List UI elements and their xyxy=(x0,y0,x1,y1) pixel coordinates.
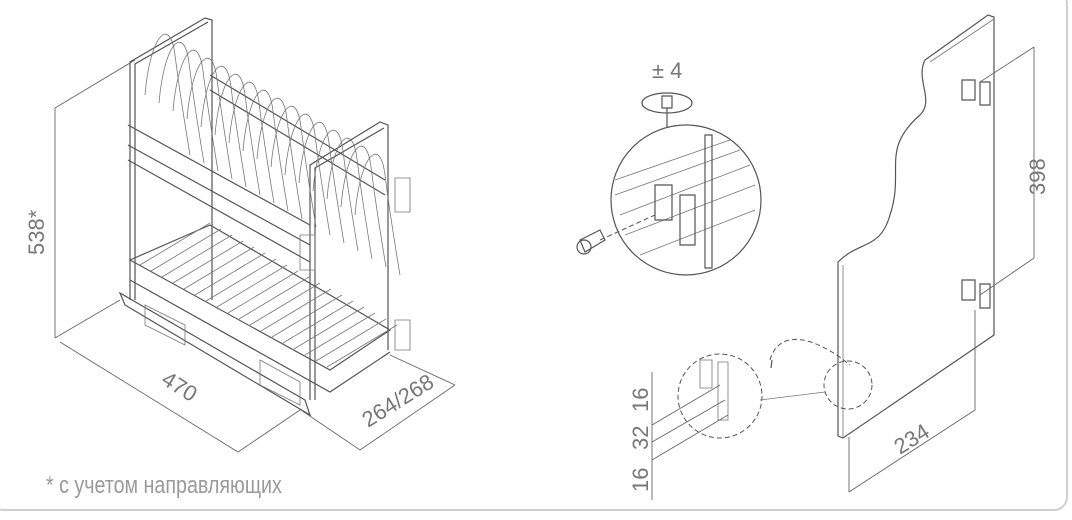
basket-wire xyxy=(282,300,354,344)
basket-wire xyxy=(238,276,310,320)
basket-wire xyxy=(260,288,332,332)
side-panel: 398 234 xyxy=(837,14,1050,493)
basket-wire xyxy=(216,264,288,308)
adjust-label: ± 4 xyxy=(652,58,682,83)
basket-wire xyxy=(150,228,222,272)
basket-wire xyxy=(183,246,255,290)
offset-label: 234 xyxy=(889,419,933,460)
basket-wire xyxy=(293,306,365,350)
basket-wire xyxy=(227,270,299,314)
plate-wire xyxy=(284,113,331,236)
basket-wire xyxy=(139,222,211,266)
width-label: 470 xyxy=(157,366,201,407)
height-label: 538* xyxy=(24,209,49,255)
basket-wire xyxy=(205,258,277,302)
basket-wire xyxy=(315,318,387,362)
plate-wire xyxy=(326,137,373,260)
width-dimension: 470 xyxy=(59,341,301,453)
basket-wire xyxy=(271,294,343,338)
plate-wire xyxy=(186,57,233,180)
plate-wire xyxy=(312,129,359,252)
hole-label-bottom: 16 xyxy=(628,468,653,492)
plate-wire xyxy=(242,89,289,212)
bracket-spacing-label: 398 xyxy=(1025,158,1050,195)
plate-wire xyxy=(256,97,303,220)
drawing-frame xyxy=(0,0,1068,511)
footnote: * с учетом направляющих xyxy=(46,472,282,499)
plate-wire xyxy=(228,81,275,204)
height-dimension: 538* xyxy=(24,59,136,339)
hole-label-top: 16 xyxy=(628,388,653,412)
plate-wire xyxy=(340,145,387,268)
plate-wire xyxy=(298,121,345,244)
basket-wire xyxy=(161,234,233,278)
hole-label-middle: 32 xyxy=(628,426,653,450)
plate-wire xyxy=(200,65,247,188)
plate-wire xyxy=(158,41,205,164)
basket-wire xyxy=(304,312,376,356)
basket-wire xyxy=(249,282,321,326)
basket-wire xyxy=(326,324,398,368)
plate-wire xyxy=(144,33,191,156)
basket-wire xyxy=(194,252,266,296)
plate-wire xyxy=(270,105,317,228)
plate-wire xyxy=(172,49,219,172)
plate-wire xyxy=(214,73,261,196)
plate-wire xyxy=(354,153,401,276)
adjust-detail: ± 4 xyxy=(576,58,762,276)
hole-detail: 16 32 16 xyxy=(628,339,873,500)
depth-label: 264/268 xyxy=(357,369,438,432)
dish-rack-illustration xyxy=(118,17,411,417)
basket-wire xyxy=(172,240,244,284)
depth-dimension: 264/268 xyxy=(297,354,456,451)
